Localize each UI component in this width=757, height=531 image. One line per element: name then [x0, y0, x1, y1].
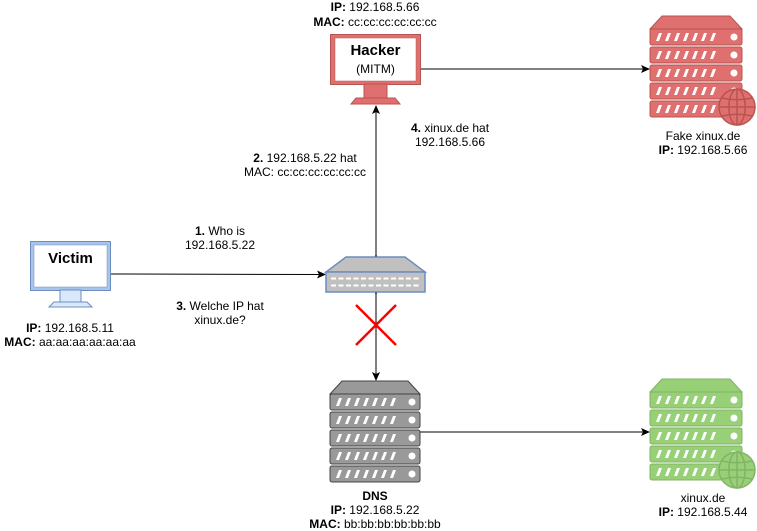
hacker-subtitle: (MITM) — [356, 62, 395, 76]
dns-ip: IP: 192.168.5.22 — [331, 503, 420, 517]
server-unit — [649, 391, 743, 409]
server-unit — [329, 465, 421, 483]
hacker-title: Hacker — [350, 42, 400, 59]
step-2-label: 2. 192.168.5.22 hat MAC: cc:cc:cc:cc:cc:… — [244, 151, 366, 179]
dns-server-icon[interactable] — [328, 380, 422, 483]
globe-icon — [718, 88, 756, 126]
dns-mac: MAC: bb:bb:bb:bb:bb:bb — [309, 517, 441, 531]
svg-text:xinux.de?: xinux.de? — [194, 313, 246, 327]
hacker-mac: MAC: cc:cc:cc:cc:cc:cc — [313, 15, 436, 29]
real-server-name: xinux.de — [681, 491, 726, 505]
victim-title: Victim — [48, 250, 93, 267]
real-server-ip: IP: 192.168.5.44 — [659, 505, 748, 519]
hacker-monitor-icon[interactable]: Hacker (MITM) — [330, 34, 421, 105]
server-unit — [329, 411, 421, 429]
blocked-cross-icon — [355, 304, 397, 346]
hacker-ip: IP: 192.168.5.66 — [331, 0, 420, 14]
server-unit — [649, 427, 743, 445]
network-switch-icon[interactable] — [323, 256, 428, 293]
svg-text:192.168.5.66: 192.168.5.66 — [415, 135, 485, 149]
globe-icon — [718, 451, 756, 489]
svg-text:2. 192.168.5.22 hat: 2. 192.168.5.22 hat — [253, 151, 357, 165]
server-unit — [329, 447, 421, 465]
arrow-victim-to-switch — [109, 270, 326, 279]
victim-monitor-icon[interactable]: Victim — [30, 241, 111, 308]
server-unit — [329, 393, 421, 411]
svg-text:192.168.5.22: 192.168.5.22 — [185, 238, 255, 252]
server-unit — [649, 445, 743, 463]
svg-text:MAC: cc:cc:cc:cc:cc:cc: MAC: cc:cc:cc:cc:cc:cc — [244, 165, 366, 179]
step-3-label: 3. Welche IP hat xinux.de? — [176, 299, 264, 327]
step-4-label: 4. xinux.de hat 192.168.5.66 — [411, 121, 490, 149]
fake-server-ip: IP: 192.168.5.66 — [659, 143, 748, 157]
server-unit — [649, 28, 743, 46]
step-1-label: 1. Who is 192.168.5.22 — [185, 224, 255, 252]
fake-server-name: Fake xinux.de — [666, 129, 741, 143]
svg-text:4. xinux.de hat: 4. xinux.de hat — [411, 121, 490, 135]
server-unit — [329, 429, 421, 447]
svg-text:1. Who is: 1. Who is — [195, 224, 245, 238]
victim-ip: IP: 192.168.5.11 — [26, 321, 114, 335]
server-unit — [649, 409, 743, 427]
victim-mac: MAC: aa:aa:aa:aa:aa:aa — [4, 335, 136, 349]
svg-text:3. Welche IP hat: 3. Welche IP hat — [176, 299, 264, 313]
dns-name: DNS — [362, 489, 387, 503]
server-unit — [649, 64, 743, 82]
server-unit — [649, 46, 743, 64]
real-web-server-icon[interactable] — [648, 378, 756, 489]
fake-web-server-icon[interactable] — [648, 15, 756, 126]
